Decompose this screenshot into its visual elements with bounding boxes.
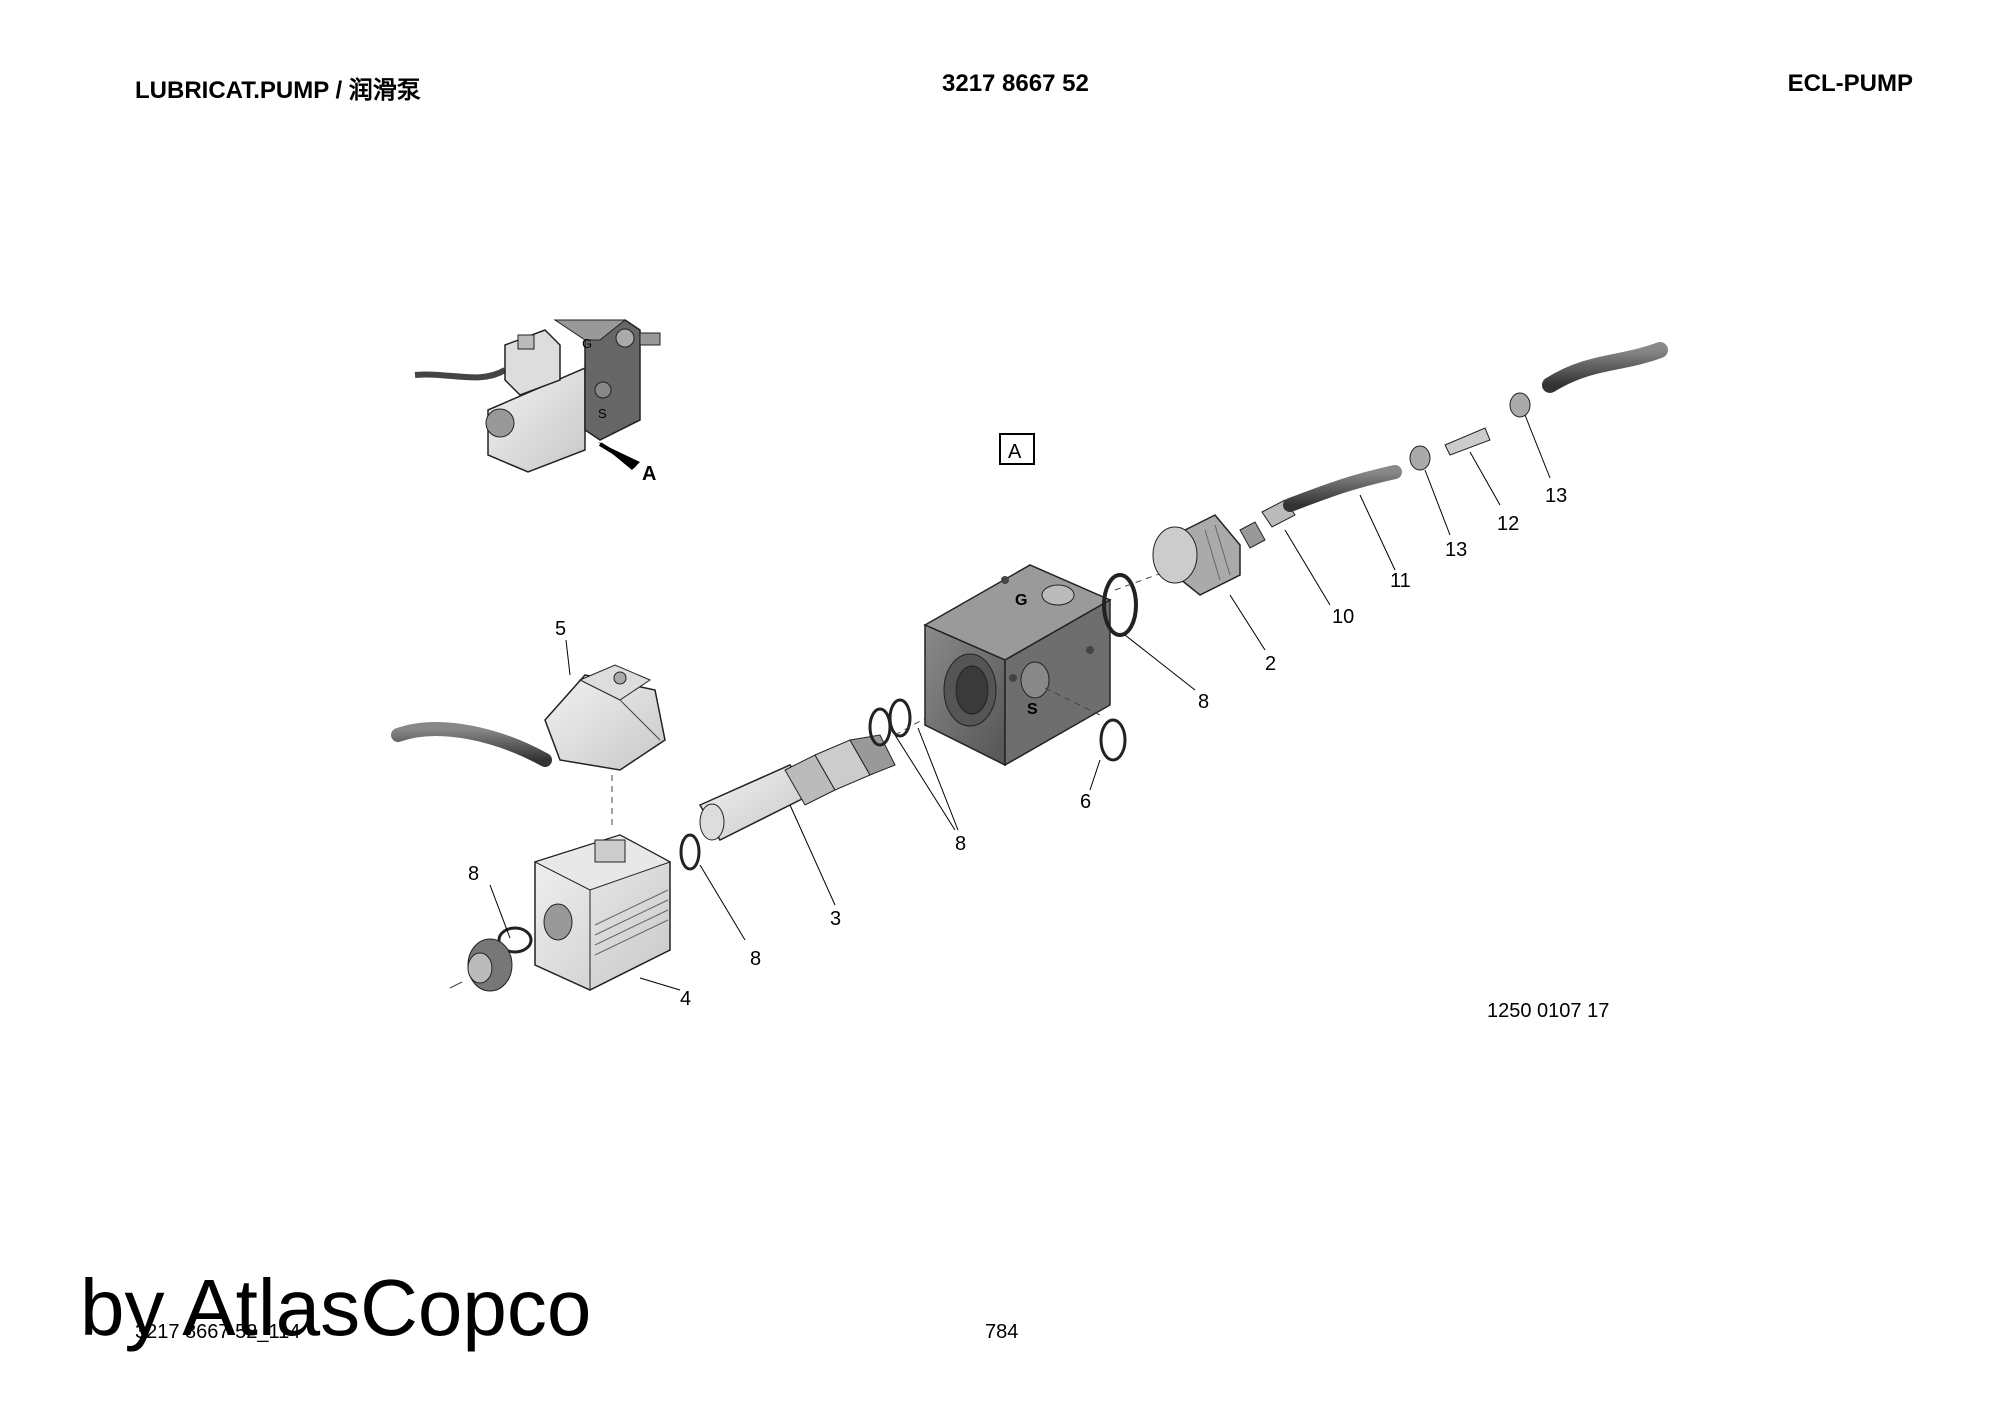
inset-arrow-label: A	[642, 463, 656, 485]
page-number: 784	[985, 1321, 1019, 1343]
callout-8-seal: 8	[1198, 691, 1209, 713]
callout-12: 12	[1497, 513, 1519, 535]
coil-part-4	[449, 834, 672, 992]
block-port-s: S	[1027, 701, 1038, 718]
callout-6: 6	[1080, 791, 1091, 813]
callout-11: 11	[1390, 570, 1411, 592]
valve-stem-part-3	[679, 698, 941, 871]
callout-13-upper: 13	[1545, 485, 1567, 507]
header-model: ECL-PUMP	[1787, 70, 1913, 97]
watermark: by AtlasCopco	[80, 1263, 592, 1352]
callout-13-lower: 13	[1445, 539, 1467, 561]
callout-3: 3	[830, 908, 841, 930]
callout-10: 10	[1332, 606, 1354, 628]
inset-port-s: S	[598, 406, 607, 421]
block-port-g: G	[1015, 592, 1027, 609]
drawing-number: 1250 0107 17	[1487, 1000, 1610, 1022]
connector-part-5	[391, 664, 666, 830]
view-label: A	[1008, 441, 1022, 463]
leader-lines	[489, 414, 1551, 991]
view-label-box	[999, 433, 1035, 465]
footer-code: 3217 8667 52_114	[135, 1321, 301, 1343]
header-title: LUBRICAT.PUMP / 润滑泵	[135, 77, 421, 104]
header-part-number: 3217 8667 52	[942, 70, 1089, 97]
callout-5: 5	[555, 618, 566, 640]
callout-2: 2	[1265, 653, 1276, 675]
callout-4: 4	[680, 988, 691, 1010]
callout-8-stem: 8	[750, 948, 761, 970]
callout-8-pair: 8	[955, 833, 966, 855]
callout-8-coil: 8	[468, 863, 479, 885]
hose-assembly	[1261, 342, 1668, 528]
inset-port-g: G	[582, 336, 592, 351]
valve-block: G S	[923, 564, 1171, 767]
inset-assembly: G S A	[414, 319, 661, 485]
fitting-part-2	[1152, 514, 1266, 596]
